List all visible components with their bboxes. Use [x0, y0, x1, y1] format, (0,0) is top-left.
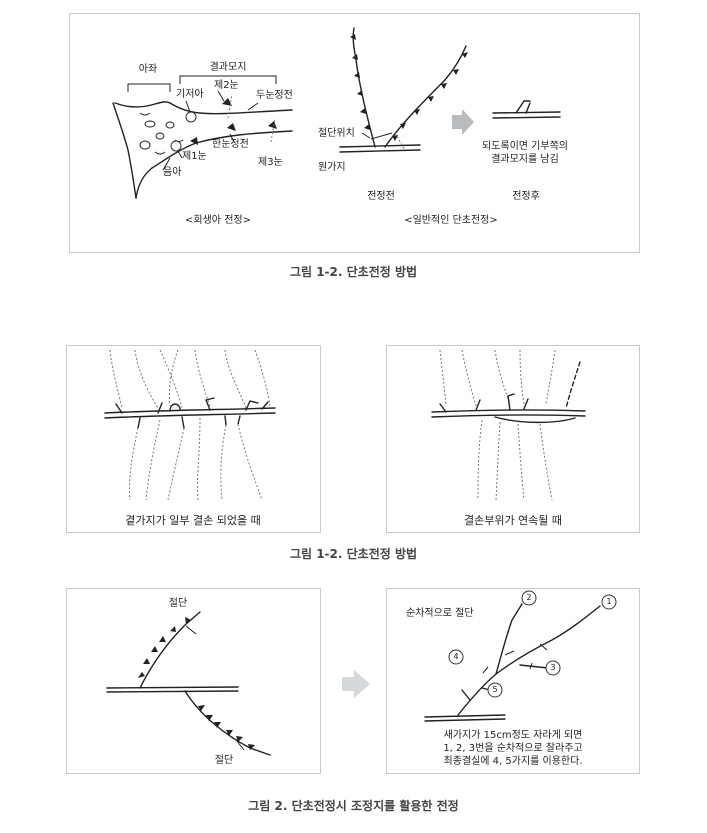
general-pruning-before-drawing	[339, 27, 468, 153]
cut-label-bottom: 절단	[214, 755, 234, 766]
regenerative-pruning-drawing	[112, 75, 293, 199]
figure2-caption: 그림 1-2. 단초전정 방법	[289, 547, 418, 561]
figure2-left-frame	[66, 345, 321, 533]
label-je1nun: 제1눈	[182, 151, 207, 162]
label-gyeolgwamoji: 결과모지	[209, 62, 247, 73]
label-eunga: 음아	[163, 167, 182, 178]
label-gijeoa: 기저아	[176, 89, 204, 100]
label-cut-position: 절단위치	[318, 128, 355, 139]
label-before: 전정전	[367, 191, 395, 202]
label-wongaji: 원가지	[318, 162, 346, 173]
label-aja: 아좌	[138, 64, 158, 75]
figure3-left-frame	[66, 588, 321, 774]
circle-number-3: 3	[550, 663, 556, 672]
label-je2nun: 제2눈	[214, 80, 239, 91]
figure1-arrow	[452, 109, 474, 135]
figure1-caption: 그림 1-2. 단초전정 방법	[289, 265, 418, 279]
label-je3nun: 제3눈	[258, 157, 283, 168]
figure2-right-label: 결손부위가 연속될 때	[463, 514, 563, 527]
label-dununjeongjeon: 두눈정전	[256, 90, 293, 101]
subtitle-general: <일반적인 단초전정>	[404, 215, 498, 226]
description-line2: 1, 2, 3번을 순차적으로 잘라주고	[443, 743, 583, 754]
circle-number-4: 4	[453, 652, 459, 661]
partial-loss-drawing	[104, 349, 276, 501]
circle-number-2: 2	[526, 593, 532, 602]
figure2-left-label: 곁가지가 일부 결손 되었을 때	[125, 514, 261, 527]
label-note-line1: 되도록이면 기부쪽의	[482, 141, 568, 152]
sequential-cut-label: 순차적으로 절단	[406, 608, 474, 619]
continuous-loss-drawing	[431, 349, 586, 501]
figure2-right-frame	[386, 345, 640, 533]
sequential-cut-drawing	[424, 590, 617, 722]
cut-label-top: 절단	[168, 598, 188, 609]
label-after: 전정후	[512, 191, 540, 202]
figure3-arrow	[342, 670, 370, 698]
figure3-caption: 그림 2. 단초전정시 조정지를 활용한 전정	[248, 799, 459, 813]
label-note-line2: 결과모지를 남김	[491, 154, 559, 165]
description-line3: 최종결실에 4, 5가지를 이용한다.	[443, 756, 583, 767]
general-pruning-after-drawing	[492, 100, 561, 119]
subtitle-regenerative: <회생아 전정>	[185, 215, 251, 226]
circle-number-1: 1	[606, 597, 612, 606]
label-hannunjeongjeon: 한눈정전	[212, 139, 249, 150]
description-line1: 새가지가 15cm정도 자라게 되면	[443, 730, 583, 741]
circle-number-5: 5	[492, 685, 498, 694]
cut-shoots-drawing	[106, 611, 271, 756]
